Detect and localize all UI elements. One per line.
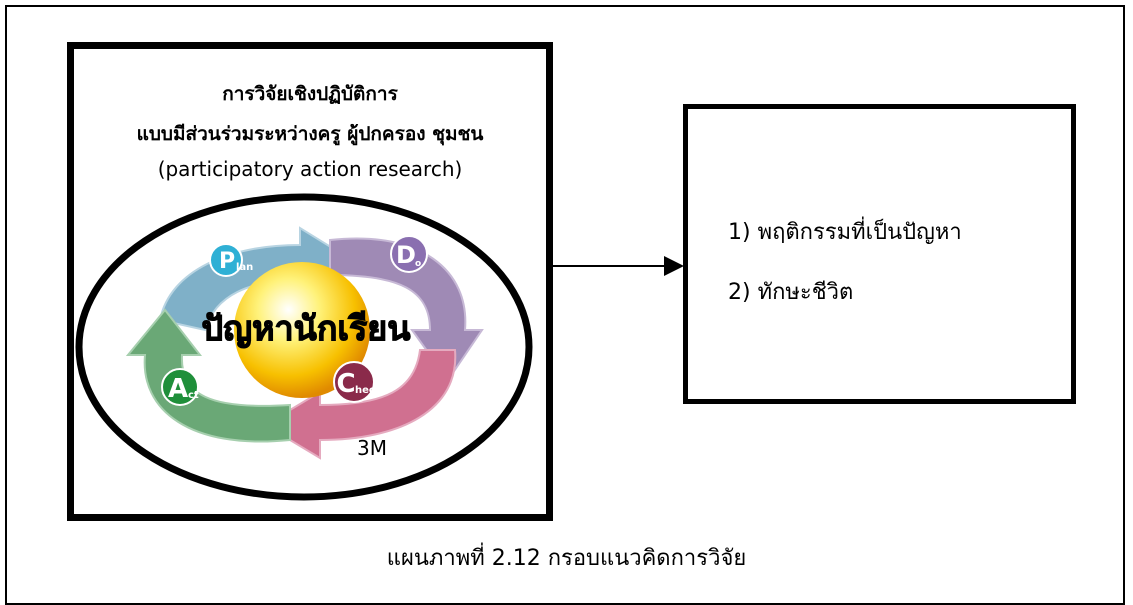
center-problem-label: ปัญหานักเรียน xyxy=(202,309,411,349)
act-badge: A ct xyxy=(161,368,199,406)
do-letter: D xyxy=(396,241,416,269)
plan-letter: P xyxy=(219,249,235,274)
figure-caption: แผนภาพที่ 2.12 กรอบแนวคิดการวิจัย xyxy=(386,546,747,571)
check-letter: C xyxy=(336,369,355,399)
diagram-graphics: ปัญหานักเรียน P lan D o C heck A ct 3M xyxy=(75,193,684,501)
check-arrow xyxy=(263,349,457,460)
check-suffix: heck xyxy=(355,385,382,396)
plan-badge: P lan xyxy=(209,243,253,277)
do-badge: D o xyxy=(390,235,428,273)
center-sphere xyxy=(234,262,370,398)
left-title-line3: (participatory action research) xyxy=(157,157,463,181)
plan-suffix: lan xyxy=(236,262,253,273)
outcome-item-1: 1) พฤติกรรมที่เป็นปัญหา xyxy=(728,220,962,245)
label-3m: 3M xyxy=(357,436,387,460)
left-title-line1: การวิจัยเชิงปฏิบัติการ xyxy=(222,83,398,105)
outcome-box: 1) พฤติกรรมที่เป็นปัญหา 2) ทักษะชีวิต xyxy=(683,104,1076,404)
left-title-line2: แบบมีส่วนร่วมระหว่างครู ผู้ปกครอง ชุมชน xyxy=(136,123,484,145)
act-letter: A xyxy=(168,374,188,404)
act-arrow xyxy=(125,308,291,443)
do-suffix: o xyxy=(415,259,421,269)
outcome-item-2: 2) ทักษะชีวิต xyxy=(728,280,854,305)
check-badge: C heck xyxy=(333,361,382,403)
act-suffix: ct xyxy=(188,390,199,401)
